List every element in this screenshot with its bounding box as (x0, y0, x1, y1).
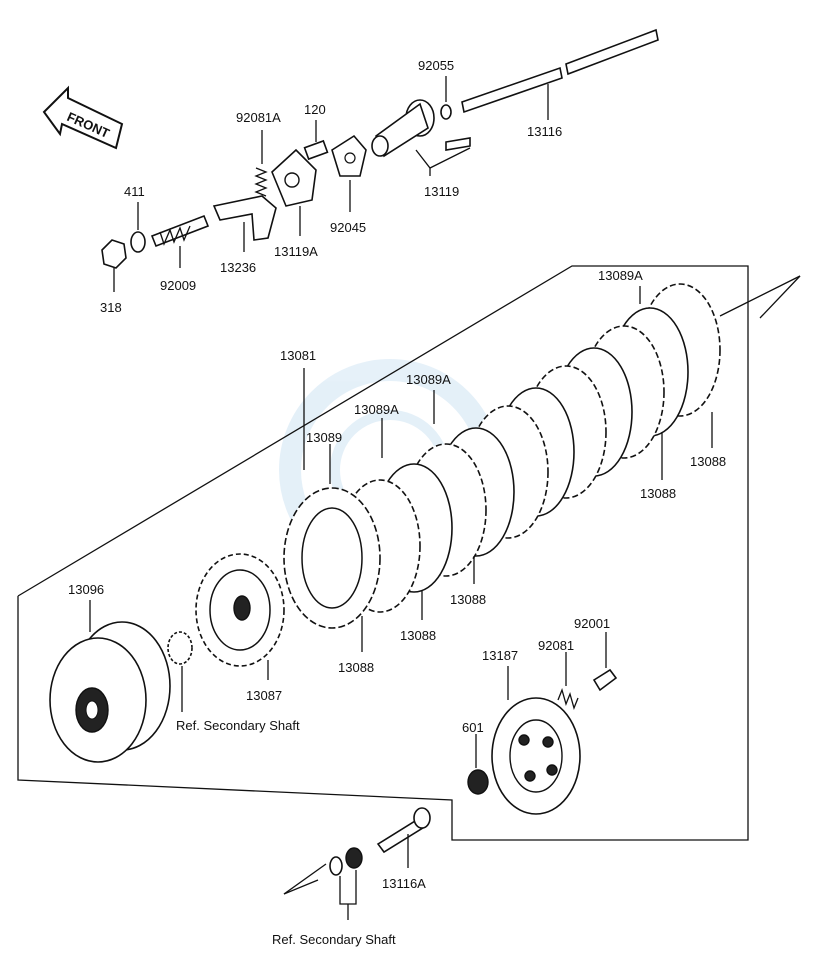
label-92081A: 92081A (236, 110, 281, 125)
clutch-hub-13087 (195, 553, 285, 667)
front-arrow-icon: FRONT (42, 85, 124, 150)
label-120: 120 (304, 102, 326, 117)
spline-washer (167, 631, 193, 665)
clutch-housing-13096 (49, 621, 171, 763)
label-13088-right-2: 13088 (640, 486, 676, 501)
label-13088-mid-3: 13088 (338, 660, 374, 675)
label-13087: 13087 (246, 688, 282, 703)
label-92009: 92009 (160, 278, 196, 293)
label-13081: 13081 (280, 348, 316, 363)
guide-line-lower (283, 863, 327, 895)
bracket-13119A (271, 148, 317, 207)
label-13116A: 13116A (382, 876, 426, 891)
label-13096: 13096 (68, 582, 104, 597)
nut-318 (101, 239, 127, 269)
washer-lower-1 (329, 856, 343, 876)
label-13119: 13119 (424, 184, 459, 199)
label-92001: 92001 (574, 616, 610, 631)
clutch-plate-stack (283, 283, 721, 629)
label-13089A-top: 13089A (598, 268, 643, 283)
bolt-92001 (592, 668, 618, 692)
label-13116: 13116 (527, 124, 562, 139)
label-92055: 92055 (418, 58, 454, 73)
push-rod-part (461, 28, 659, 114)
label-13089: 13089 (306, 430, 342, 445)
group-outline (17, 265, 749, 841)
label-92081: 92081 (538, 638, 574, 653)
pressure-plate-13187 (491, 697, 581, 815)
label-601: 601 (462, 720, 484, 735)
release-shaft-part (371, 99, 471, 158)
nut-lower (345, 847, 363, 869)
label-13088-mid-2: 13088 (400, 628, 436, 643)
label-13089A-mid: 13089A (406, 372, 451, 387)
guide-line-right (719, 275, 801, 317)
spring-92081 (557, 687, 579, 711)
label-13089A-low: 13089A (354, 402, 399, 417)
label-318: 318 (100, 300, 122, 315)
bolt-120 (303, 139, 329, 161)
spring-92081A (254, 167, 268, 197)
label-13119A: 13119A (274, 244, 318, 259)
ref-secondary-shaft-2: Ref. Secondary Shaft (272, 932, 396, 947)
label-13088-mid-1: 13088 (450, 592, 486, 607)
label-13187: 13187 (482, 648, 518, 663)
label-13236: 13236 (220, 260, 256, 275)
lever-13236 (212, 195, 277, 241)
bearing-601 (467, 769, 489, 795)
label-92045: 92045 (330, 220, 366, 235)
washer-411 (130, 231, 146, 253)
label-411: 411 (124, 184, 145, 199)
label-13088-right-1: 13088 (690, 454, 726, 469)
washer-92055 (440, 104, 452, 120)
ref-secondary-shaft-1: Ref. Secondary Shaft (176, 718, 300, 733)
rod-13116A (376, 807, 431, 854)
screw-92009 (150, 214, 210, 248)
